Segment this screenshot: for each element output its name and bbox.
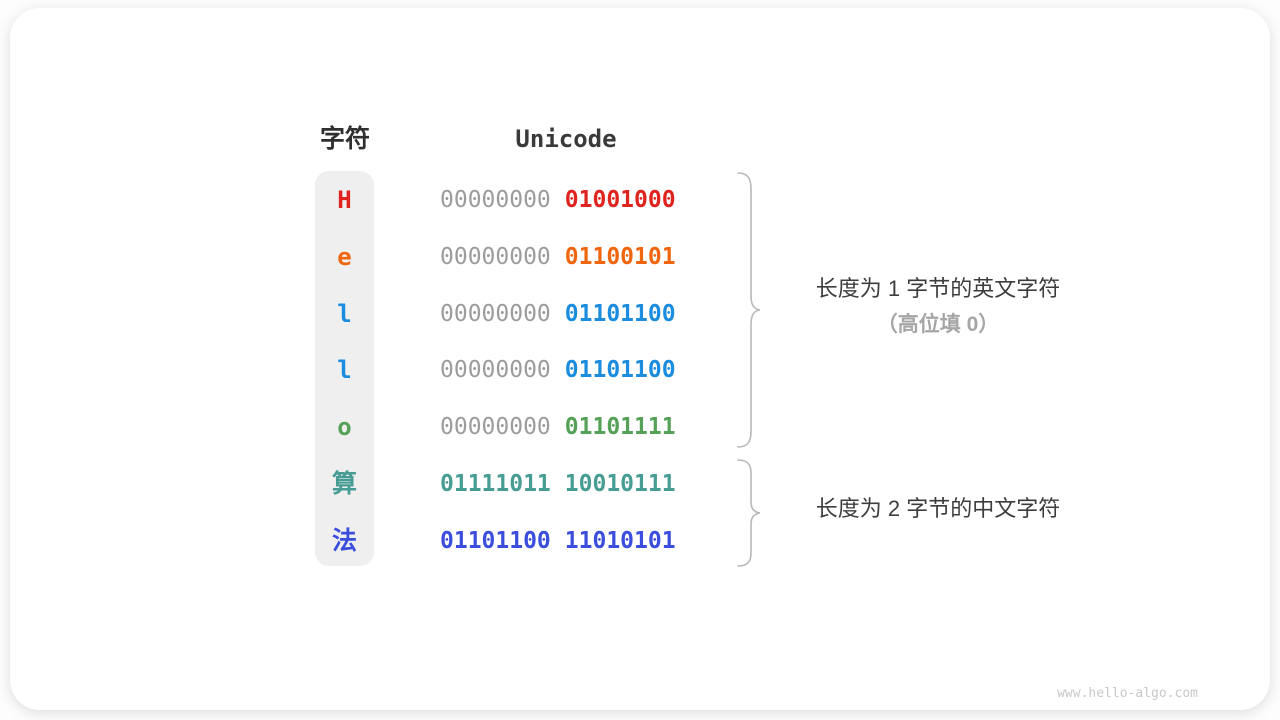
- low-byte: 10010111: [564, 471, 676, 497]
- unicode-cell: 00000000 01100101: [440, 241, 676, 273]
- unicode-cell: 00000000 01101111: [440, 411, 676, 443]
- char-cell: l: [337, 356, 352, 384]
- annotation-english-line2: （高位填 0）: [876, 313, 1000, 336]
- high-byte: 00000000: [440, 357, 551, 383]
- unicode-cell: 00000000 01101100: [440, 354, 676, 386]
- char-cell: 法: [331, 527, 357, 555]
- column-header-unicode: Unicode: [515, 125, 617, 153]
- table-row-o: o 00000000 01101111: [10, 411, 1280, 443]
- unicode-cell: 00000000 01001000: [440, 184, 676, 216]
- high-byte: 00000000: [440, 414, 551, 440]
- high-byte: 00000000: [440, 244, 551, 270]
- annotation-english-chars: 长度为 1 字节的英文字符 （高位填 0）: [755, 274, 1121, 340]
- low-byte: 01101100: [564, 301, 676, 327]
- char-cell: l: [337, 300, 352, 328]
- table-row-fa: 法 01101100 11010101: [10, 525, 1280, 557]
- table-row-suan: 算 01111011 10010111: [10, 468, 1280, 500]
- unicode-cell: 01111011 10010111: [440, 468, 676, 500]
- table-row-l1: l 00000000 01101100: [10, 298, 1280, 330]
- table-row-e: e 00000000 01100101: [10, 241, 1280, 273]
- annotation-english-line1: 长度为 1 字节的英文字符: [815, 276, 1061, 301]
- low-byte: 01001000: [564, 187, 676, 213]
- table-row-l2: l 00000000 01101100: [10, 354, 1280, 386]
- brace-english-group: [737, 172, 761, 448]
- column-header-char: 字符: [319, 125, 370, 153]
- unicode-cell: 00000000 01101100: [440, 298, 676, 330]
- high-byte: 00000000: [440, 187, 551, 213]
- char-cell: 算: [331, 470, 357, 498]
- unicode-cell: 01101100 11010101: [440, 525, 676, 557]
- character-column-background: [315, 171, 374, 566]
- low-byte: 01101111: [564, 414, 676, 440]
- brace-chinese-group: [737, 459, 761, 567]
- annotation-chinese-line1: 长度为 2 字节的中文字符: [815, 496, 1061, 521]
- char-cell: e: [337, 243, 352, 271]
- watermark-url: www.hello-algo.com: [1057, 686, 1198, 701]
- annotation-chinese-chars: 长度为 2 字节的中文字符: [755, 494, 1121, 524]
- high-byte: 01111011: [440, 471, 551, 497]
- low-byte: 01100101: [564, 244, 676, 270]
- low-byte: 11010101: [564, 528, 676, 554]
- high-byte: 01101100: [440, 528, 551, 554]
- char-cell: o: [337, 413, 352, 441]
- char-cell: H: [337, 186, 352, 214]
- table-row-h: H 00000000 01001000: [10, 184, 1280, 216]
- low-byte: 01101100: [564, 357, 676, 383]
- high-byte: 00000000: [440, 301, 551, 327]
- diagram-card: 字符 Unicode H 00000000 01001000 e 0000000…: [10, 8, 1270, 710]
